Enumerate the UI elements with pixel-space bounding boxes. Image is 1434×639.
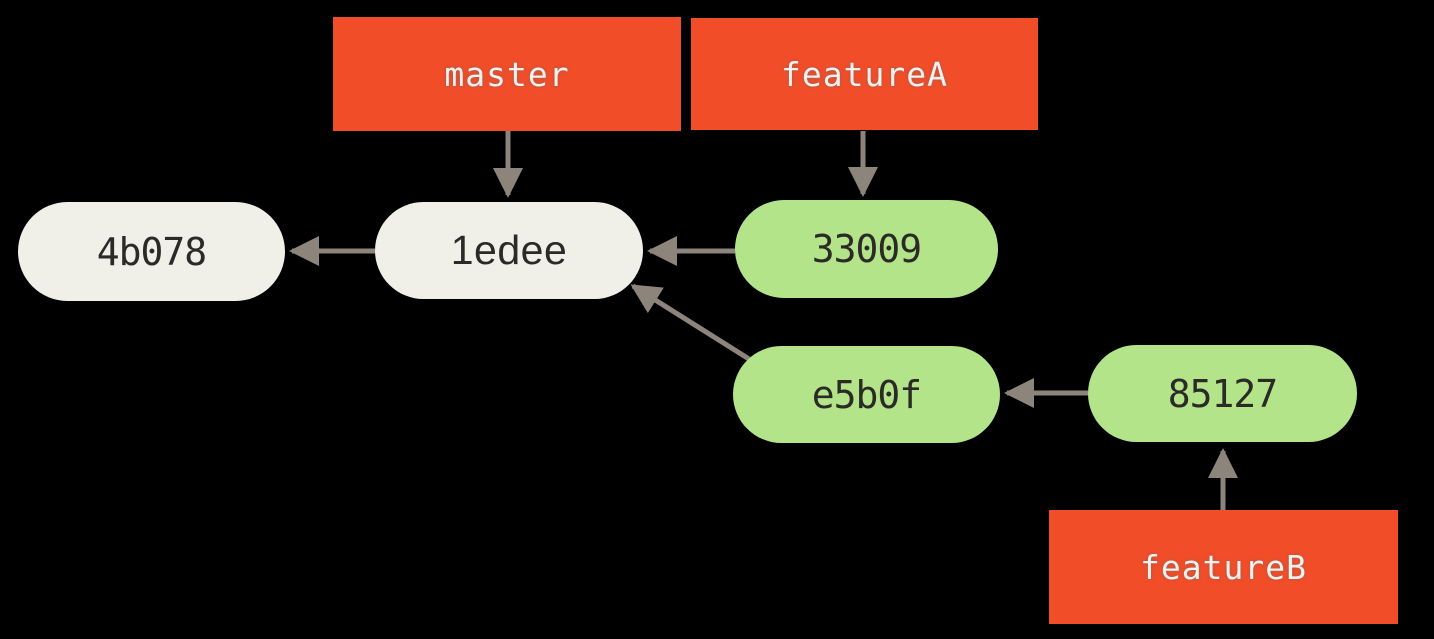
commit-label-e5b0f: e5b0f xyxy=(811,372,922,417)
commit-label-33009: 33009 xyxy=(811,227,922,271)
branch-box-master: master xyxy=(333,17,681,131)
branch-label-featureA: featureA xyxy=(781,54,948,94)
arrow-e5b0f-to-1edee xyxy=(630,283,751,362)
commit-label-1edee: 1edee xyxy=(450,227,568,273)
branch-box-featureB: featureB xyxy=(1049,510,1398,624)
commit-label-85127: 85127 xyxy=(1167,371,1278,416)
commit-node-1edee: 1edee xyxy=(375,202,643,299)
branch-box-featureA: featureA xyxy=(691,18,1038,130)
commit-node-4b078: 4b078 xyxy=(18,202,285,301)
commit-label-4b078: 4b078 xyxy=(96,229,207,274)
commit-node-33009: 33009 xyxy=(735,200,998,298)
commit-node-85127: 85127 xyxy=(1088,345,1357,442)
branch-label-featureB: featureB xyxy=(1140,547,1307,587)
commit-node-e5b0f: e5b0f xyxy=(733,346,1000,443)
branch-label-master: master xyxy=(444,54,570,94)
